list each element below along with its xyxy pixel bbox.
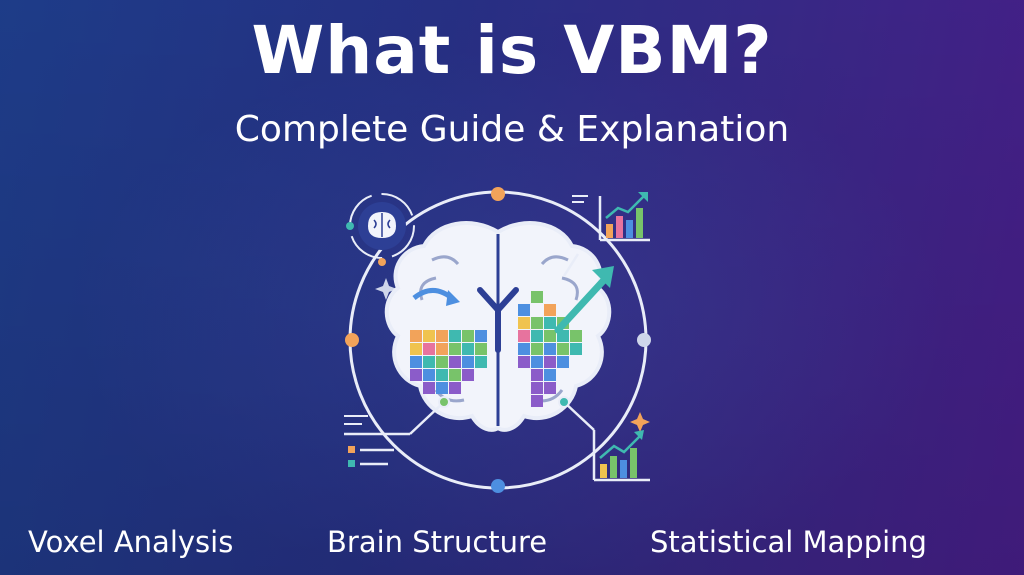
- sparkle-icon: [375, 278, 397, 300]
- orbit-node: [637, 333, 651, 347]
- connector-lines: [409, 253, 595, 435]
- page-subtitle: Complete Guide & Explanation: [234, 109, 790, 150]
- brain-outline: [384, 221, 612, 432]
- orbit-node: [491, 187, 505, 201]
- caption-brain-structure: Brain Structure: [327, 525, 548, 559]
- sparkle-icon: [630, 412, 650, 432]
- page-title: What is VBM?: [251, 12, 773, 89]
- brain-icon: [346, 193, 415, 266]
- orbit-node: [345, 333, 359, 347]
- bar-chart-icon: [592, 430, 650, 482]
- list-icon: [344, 415, 410, 467]
- arrow-up-icon: [554, 266, 614, 334]
- caption-statistical-mapping: Statistical Mapping: [650, 525, 927, 559]
- bar-chart-icon: [572, 192, 650, 242]
- voxel-grid-icon: [410, 288, 487, 394]
- vbm-illustration: [344, 187, 651, 493]
- caption-voxel-analysis: Voxel Analysis: [28, 525, 234, 559]
- orbit-node: [491, 479, 505, 493]
